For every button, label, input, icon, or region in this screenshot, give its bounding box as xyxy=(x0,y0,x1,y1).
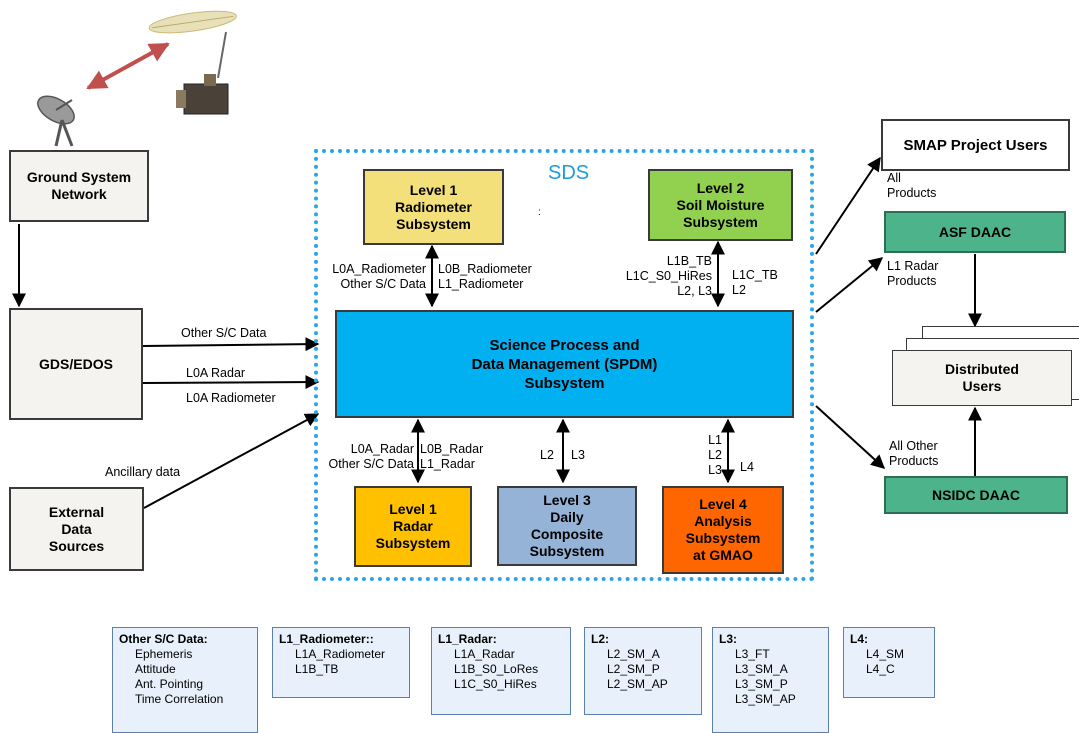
spdm-subsystem: Science Process and Data Management (SPD… xyxy=(335,310,794,418)
legend-item: L1B_TB xyxy=(295,662,339,676)
nsidc-daac-node: NSIDC DAAC xyxy=(884,476,1068,514)
legend-item: L1A_Radar xyxy=(454,647,515,661)
external-data-sources-node: External Data Sources xyxy=(9,487,144,571)
legend-item: L3_SM_P xyxy=(735,677,788,691)
to-smap-users-arrow xyxy=(815,156,881,255)
legend-item: L1A_Radiometer xyxy=(295,647,386,661)
sds-boundary xyxy=(314,149,814,581)
radar-outflow-label: L0B_Radar L1_Radar xyxy=(420,442,484,471)
soil-moisture-inflow-label: L1B_TB L1C_S0_HiRes L2, L3 xyxy=(625,254,712,298)
satellite-dish-icon xyxy=(37,95,75,147)
legend-l1-radiometer: L1_Radiometer:: L1A_Radiometer L1B_TB xyxy=(272,627,410,698)
smap-project-users-node: SMAP Project Users xyxy=(881,119,1070,171)
legend-item: Time Correlation xyxy=(135,692,224,706)
to-nsidc-arrow xyxy=(815,405,886,469)
l4-inflow-label: L1 L2 L3 xyxy=(708,433,722,477)
all-products-label: All Products xyxy=(887,171,937,200)
legend-item: L3_FT xyxy=(735,647,770,661)
l0a-radiometer-label: L0A Radiometer xyxy=(186,391,276,405)
radiometer-inflow-label: L0A_Radiometer Other S/C Data xyxy=(332,262,426,291)
legend-item: L2_SM_P xyxy=(607,662,660,676)
other-sc-data-label: Other S/C Data xyxy=(181,326,267,340)
legend-item: L1B_S0_LoRes xyxy=(454,662,539,676)
ancillary-data-label: Ancillary data xyxy=(105,465,181,479)
l0a-radar-label: L0A Radar xyxy=(186,366,246,380)
legend-item: Attitude xyxy=(135,662,176,676)
legend-item: L2_SM_AP xyxy=(607,677,668,691)
legend-item: Ephemeris xyxy=(135,647,193,661)
legend-title: Other S/C Data: xyxy=(119,632,208,646)
l3-inflow-label: L2 xyxy=(540,448,554,462)
level4-analysis-subsystem: Level 4 Analysis Subsystem at GMAO xyxy=(662,486,784,574)
level3-daily-composite-subsystem: Level 3 Daily Composite Subsystem xyxy=(497,486,637,566)
legend-l3: L3: L3_FT L3_SM_A L3_SM_P L3_SM_AP xyxy=(712,627,829,733)
legend-l4: L4: L4_SM L4_C xyxy=(843,627,935,698)
asf-daac-node: ASF DAAC xyxy=(884,211,1066,253)
l1-radar-products-label: L1 Radar Products xyxy=(887,259,939,288)
stray-colon-mark: : xyxy=(538,207,541,218)
legend-item: L3_SM_A xyxy=(735,662,788,676)
legend-item: L2_SM_A xyxy=(607,647,660,661)
level1-radiometer-subsystem: Level 1 Radiometer Subsystem xyxy=(363,169,504,245)
legend-item: Ant. Pointing xyxy=(135,677,204,691)
legend-title: L2: xyxy=(591,632,609,646)
legend-item: L4_SM xyxy=(866,647,905,661)
all-other-products-label: All Other Products xyxy=(889,439,939,468)
l0a-arrow xyxy=(142,375,320,390)
l3-outflow-label: L3 xyxy=(571,448,585,462)
legend-title: L1_Radiometer:: xyxy=(279,632,374,646)
legend-title: L4: xyxy=(850,632,868,646)
soil-moisture-outflow-label: L1C_TB L2 xyxy=(732,268,778,297)
gds-edos-node: GDS/EDOS xyxy=(9,308,143,420)
ancillary-arrow xyxy=(143,413,320,509)
legend-l1-radar: L1_Radar: L1A_Radar L1B_S0_LoRes L1C_S0_… xyxy=(431,627,571,715)
legend-other-sc-data: Other S/C Data: Ephemeris Attitude Ant. … xyxy=(112,627,258,733)
to-asf-arrow xyxy=(815,257,884,313)
radar-inflow-label: L0A_Radar Other S/C Data xyxy=(328,442,414,471)
legend-title: L3: xyxy=(719,632,737,646)
other-sc-data-arrow xyxy=(142,337,320,352)
level1-radar-subsystem: Level 1 Radar Subsystem xyxy=(354,486,472,567)
legend-item: L1C_S0_HiRes xyxy=(454,677,537,691)
legend-item: L3_SM_AP xyxy=(735,692,796,706)
l4-outflow-label: L4 xyxy=(740,460,754,474)
legend-l2: L2: L2_SM_A L2_SM_P L2_SM_AP xyxy=(584,627,702,715)
ground-system-network-node: Ground System Network xyxy=(9,150,149,222)
sds-title: SDS xyxy=(548,162,590,184)
radiometer-outflow-label: L0B_Radiometer L1_Radiometer xyxy=(438,262,532,291)
legend-item: L4_C xyxy=(866,662,895,676)
legend-title: L1_Radar: xyxy=(438,632,497,646)
level2-soil-moisture-subsystem: Level 2 Soil Moisture Subsystem xyxy=(648,169,793,241)
distributed-users-node: Distributed Users xyxy=(892,350,1072,406)
satellite-link-arrow xyxy=(86,42,170,90)
spacecraft-icon xyxy=(148,10,237,115)
